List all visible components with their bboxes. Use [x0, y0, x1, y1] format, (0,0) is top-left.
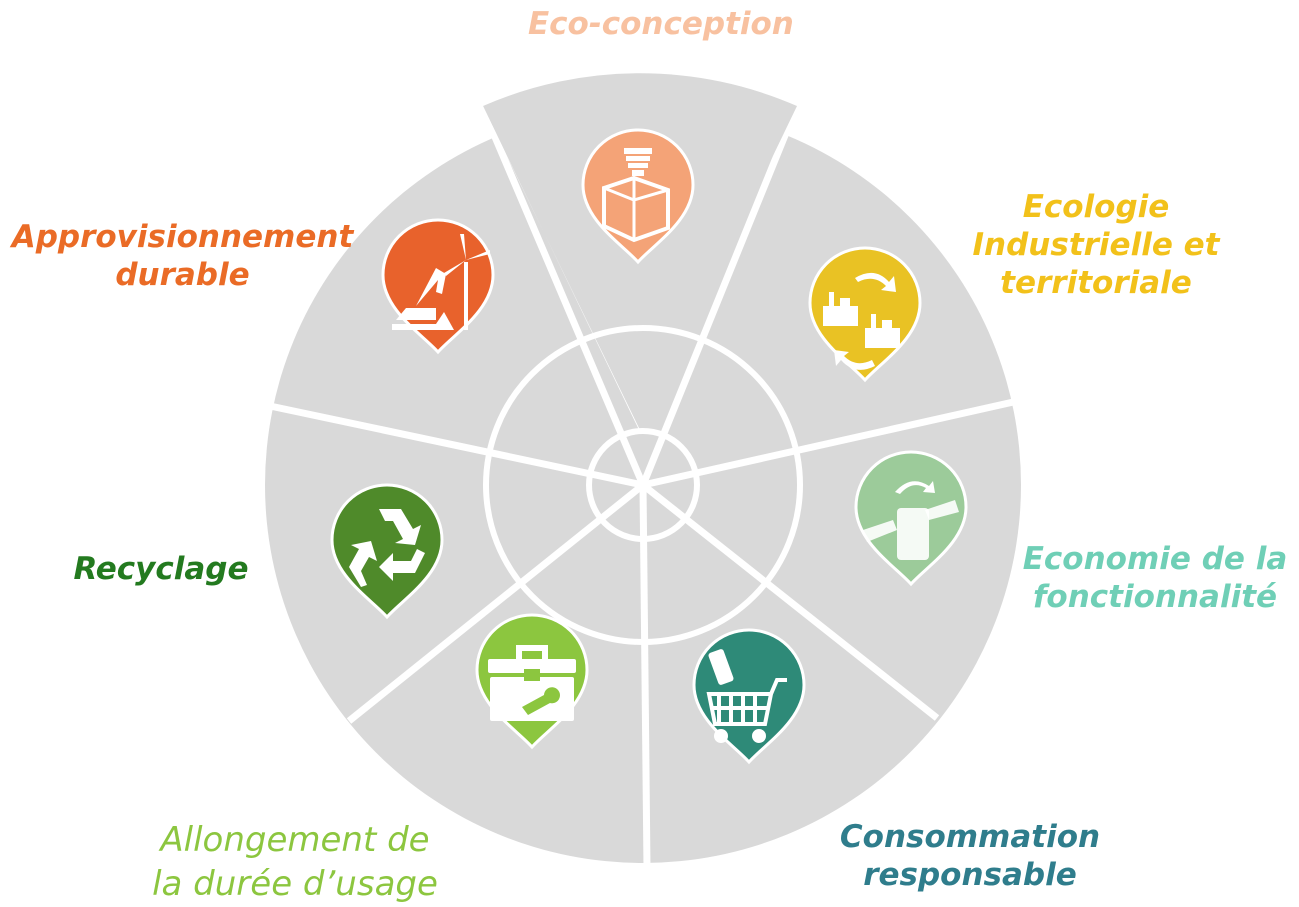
- label-line: Approvisionnement: [11, 219, 354, 255]
- label-line: Ecologie: [1022, 189, 1170, 225]
- wheel-separators: [269, 94, 1019, 869]
- label-line: la durée d’usage: [152, 864, 438, 904]
- recycle-icon: [349, 509, 425, 587]
- label-line: Economie de la: [1022, 541, 1288, 577]
- inner-ring-inner: [586, 428, 700, 542]
- label-line: Allongement de: [160, 820, 430, 860]
- label-line: Recyclage: [73, 551, 249, 587]
- service-exchange-icon: [863, 481, 959, 560]
- label-recyclage: Recyclage: [66, 550, 256, 588]
- label-line: responsable: [863, 857, 1077, 893]
- pin-economie-fonctionnalite[interactable]: [854, 450, 968, 586]
- label-line: fonctionnalité: [1032, 579, 1278, 615]
- label-eco-conception: Eco-conception: [528, 5, 794, 43]
- label-line: Industrielle et: [972, 227, 1220, 263]
- label-consommation-responsable: Consommation responsable: [830, 818, 1110, 894]
- label-ecologie-industrielle: Ecologie Industrielle et territoriale: [966, 188, 1226, 302]
- label-economie-fonctionnalite: Economie de la fonctionnalité: [1020, 540, 1290, 616]
- lightbulb-box-icon: [602, 148, 670, 243]
- pin-ecologie-industrielle[interactable]: [808, 246, 922, 382]
- excavator-wind-icon: [392, 234, 490, 330]
- label-line: durable: [115, 257, 250, 293]
- pin-recyclage[interactable]: [330, 483, 444, 619]
- pin-allongement-duree[interactable]: [475, 613, 589, 749]
- inner-ring-outer: [483, 325, 803, 645]
- toolbox-icon: [488, 645, 576, 721]
- label-approvisionnement-durable: Approvisionnement durable: [10, 218, 355, 294]
- shopping-cart-icon: [706, 649, 787, 743]
- factories-cycle-icon: [823, 272, 900, 370]
- label-line: Consommation: [839, 819, 1101, 855]
- label-allongement-duree: Allongement de la durée d’usage: [135, 818, 455, 906]
- pin-consommation-responsable[interactable]: [692, 628, 806, 764]
- label-line: territoriale: [1000, 265, 1192, 301]
- pin-eco-conception[interactable]: [581, 128, 695, 264]
- pin-approvisionnement-durable[interactable]: [381, 218, 495, 354]
- label-line: Eco-conception: [528, 6, 794, 42]
